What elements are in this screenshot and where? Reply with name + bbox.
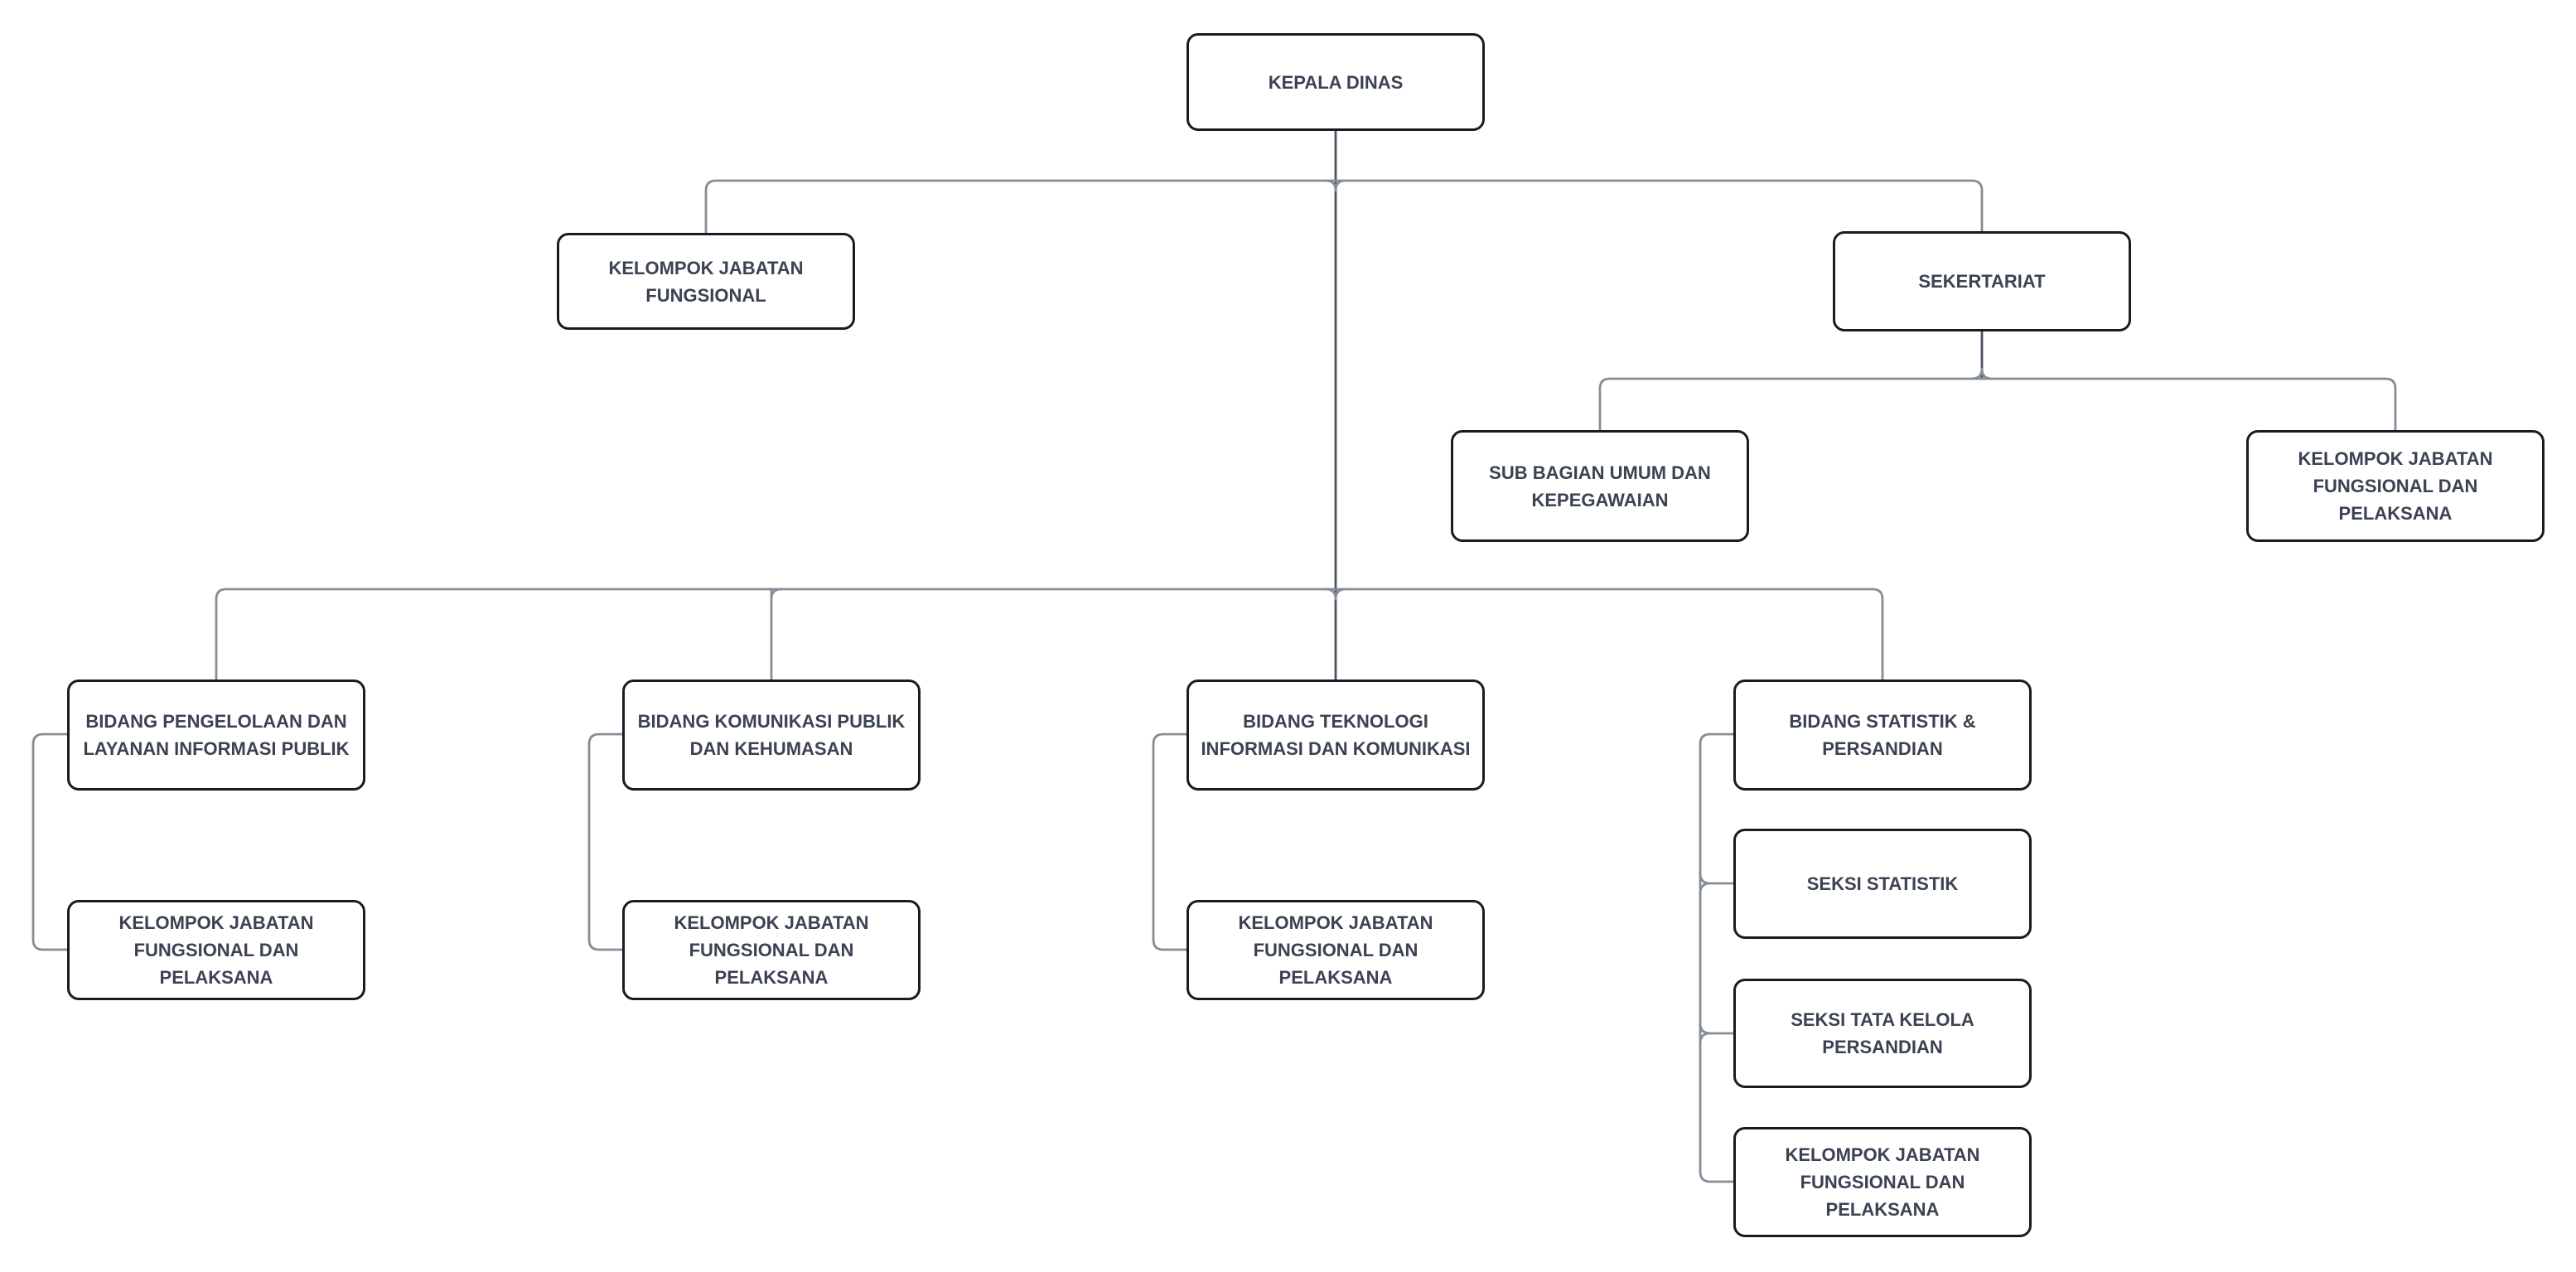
edge-bidang-trunk-shoulders [1324,588,1347,601]
org-node-seksi-statistik: SEKSI STATISTIK [1733,829,2032,939]
edge-bidang-split [215,588,1884,681]
org-node-kjf-pelaksana-sekertariat: KELOMPOK JABATAN FUNGSIONAL DAN PELAKSAN… [2246,430,2545,542]
org-node-kelompok-jabatan-fungsional: KELOMPOK JABATAN FUNGSIONAL [557,233,855,330]
org-node-bidang-statistik-persandian: BIDANG STATISTIK & PERSANDIAN [1733,680,2032,791]
edge-level2-shoulders [1324,179,1347,192]
org-node-bidang-pengelolaan-layanan-informasi-publik: BIDANG PENGELOLAAN DAN LAYANAN INFORMASI… [67,680,365,791]
org-node-bidang-teknologi-informasi-komunikasi: BIDANG TEKNOLOGI INFORMASI DAN KOMUNIKAS… [1187,680,1485,791]
edge-bracket-statistik [1699,733,1735,1183]
edge-bracket-statistik-branches [1699,872,1735,1045]
edge-bracket-komunikasi [587,733,624,951]
org-node-kepala-dinas: KEPALA DINAS [1187,33,1485,131]
org-node-seksi-tata-kelola-persandian: SEKSI TATA KELOLA PERSANDIAN [1733,979,2032,1088]
org-node-sub-bagian-umum-dan-kepegawaian: SUB BAGIAN UMUM DAN KEPEGAWAIAN [1451,430,1749,542]
org-node-kjf-pelaksana-statistik: KELOMPOK JABATAN FUNGSIONAL DAN PELAKSAN… [1733,1127,2032,1237]
org-node-sekertariat: SEKERTARIAT [1833,231,2131,331]
edge-bracket-pengelolaan [31,733,69,951]
edge-bracket-teknologi [1152,733,1188,951]
org-node-kjf-pelaksana-komunikasi: KELOMPOK JABATAN FUNGSIONAL DAN PELAKSAN… [622,900,921,1000]
edge-sekertariat-children [1598,377,2397,432]
edge-bidang2-drop [770,588,783,681]
org-node-kjf-pelaksana-teknologi: KELOMPOK JABATAN FUNGSIONAL DAN PELAKSAN… [1187,900,1485,1000]
edge-level2-split [704,179,1984,235]
org-node-bidang-komunikasi-publik-kehumasan: BIDANG KOMUNIKASI PUBLIK DAN KEHUMASAN [622,680,921,791]
edge-sekertariat-shoulders [1970,367,1994,380]
org-node-kjf-pelaksana-pengelolaan: KELOMPOK JABATAN FUNGSIONAL DAN PELAKSAN… [67,900,365,1000]
